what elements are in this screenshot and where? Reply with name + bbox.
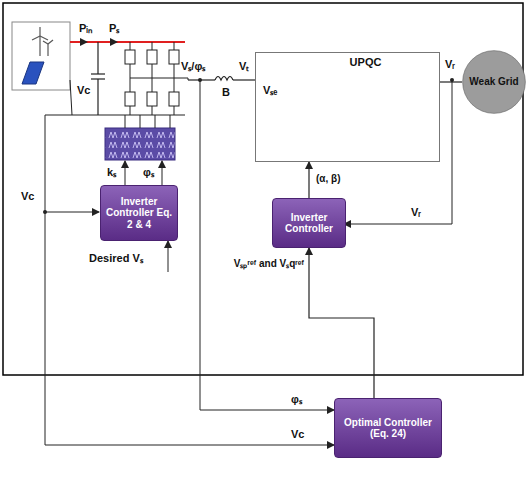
signal-label: Vᵣ [444, 58, 456, 71]
node-text: Inverter Controller [277, 212, 341, 235]
signal-wire [162, 161, 163, 185]
connector [309, 248, 374, 398]
pwm-block [105, 128, 175, 160]
wind-turbine [32, 27, 53, 56]
signal-wire [45, 115, 334, 445]
power-arrow [80, 38, 88, 46]
connector [440, 81, 462, 82]
signal-label: kₛ [106, 166, 117, 179]
signal-label: Vᴄ [76, 84, 91, 97]
signal-label: φₛ [142, 166, 155, 179]
gate-signals [125, 115, 170, 128]
connector [308, 162, 309, 198]
source-return [70, 80, 72, 115]
signal-wire [168, 241, 169, 272]
dc-bus-negative [45, 114, 185, 115]
grid-circle: Weak Grid [462, 50, 526, 114]
edge-label: (α, β) [315, 173, 341, 185]
signal-label: B [221, 86, 231, 99]
node-text: Weak Grid [469, 76, 518, 88]
signal-label: φₛ [290, 393, 303, 406]
pv-panel [22, 62, 44, 84]
controller-box: Inverter Controller Eq. 2 & 4 [100, 185, 178, 241]
ac-line [233, 79, 256, 80]
signal-label: Vᵣ [410, 206, 422, 219]
node-text: UPQC [350, 56, 382, 69]
text-group: Inverter Controller [277, 212, 341, 235]
signal-label: Vᴄ [20, 190, 35, 203]
text-group: Inverter Controller Eq. 2 & 4 [105, 196, 173, 231]
controller-box: Inverter Controller [272, 198, 346, 248]
inverter-bridge [125, 42, 188, 115]
source-box [12, 22, 70, 90]
outer-frame [3, 3, 523, 375]
text-group: Weak Grid [469, 76, 518, 88]
signal-label: Vₜ [238, 60, 250, 73]
controller-box: Optimal Controller (Eq. 24) [334, 398, 442, 458]
signal-wire [125, 161, 126, 185]
upqc-box: UPQC [255, 52, 440, 162]
signal-wire [45, 212, 99, 213]
text-group: UPQC [350, 56, 382, 69]
signal-label: Vₛₑ [262, 84, 278, 97]
text-group: Optimal Controller (Eq. 24) [339, 417, 437, 440]
power-arrow [110, 38, 118, 46]
signal-label: Pₛ [108, 22, 120, 35]
dc-capacitor [91, 42, 105, 115]
signal-label: Pᵢₙ [78, 22, 93, 35]
junction-dot [43, 210, 47, 214]
circle-shape [463, 51, 526, 114]
node-text: Inverter Controller Eq. 2 & 4 [105, 196, 173, 231]
node-text: Optimal Controller (Eq. 24) [339, 417, 437, 440]
signal-label: Desired Vₛ [88, 252, 144, 265]
signal-label: Vₛ/φₛ [180, 60, 206, 73]
signal-label: Vᴄ [290, 428, 305, 441]
edge-label: Vₛₚʳᵉᶠ and Vₛqʳᵉᶠ [231, 258, 305, 270]
inductor-b [215, 77, 233, 81]
